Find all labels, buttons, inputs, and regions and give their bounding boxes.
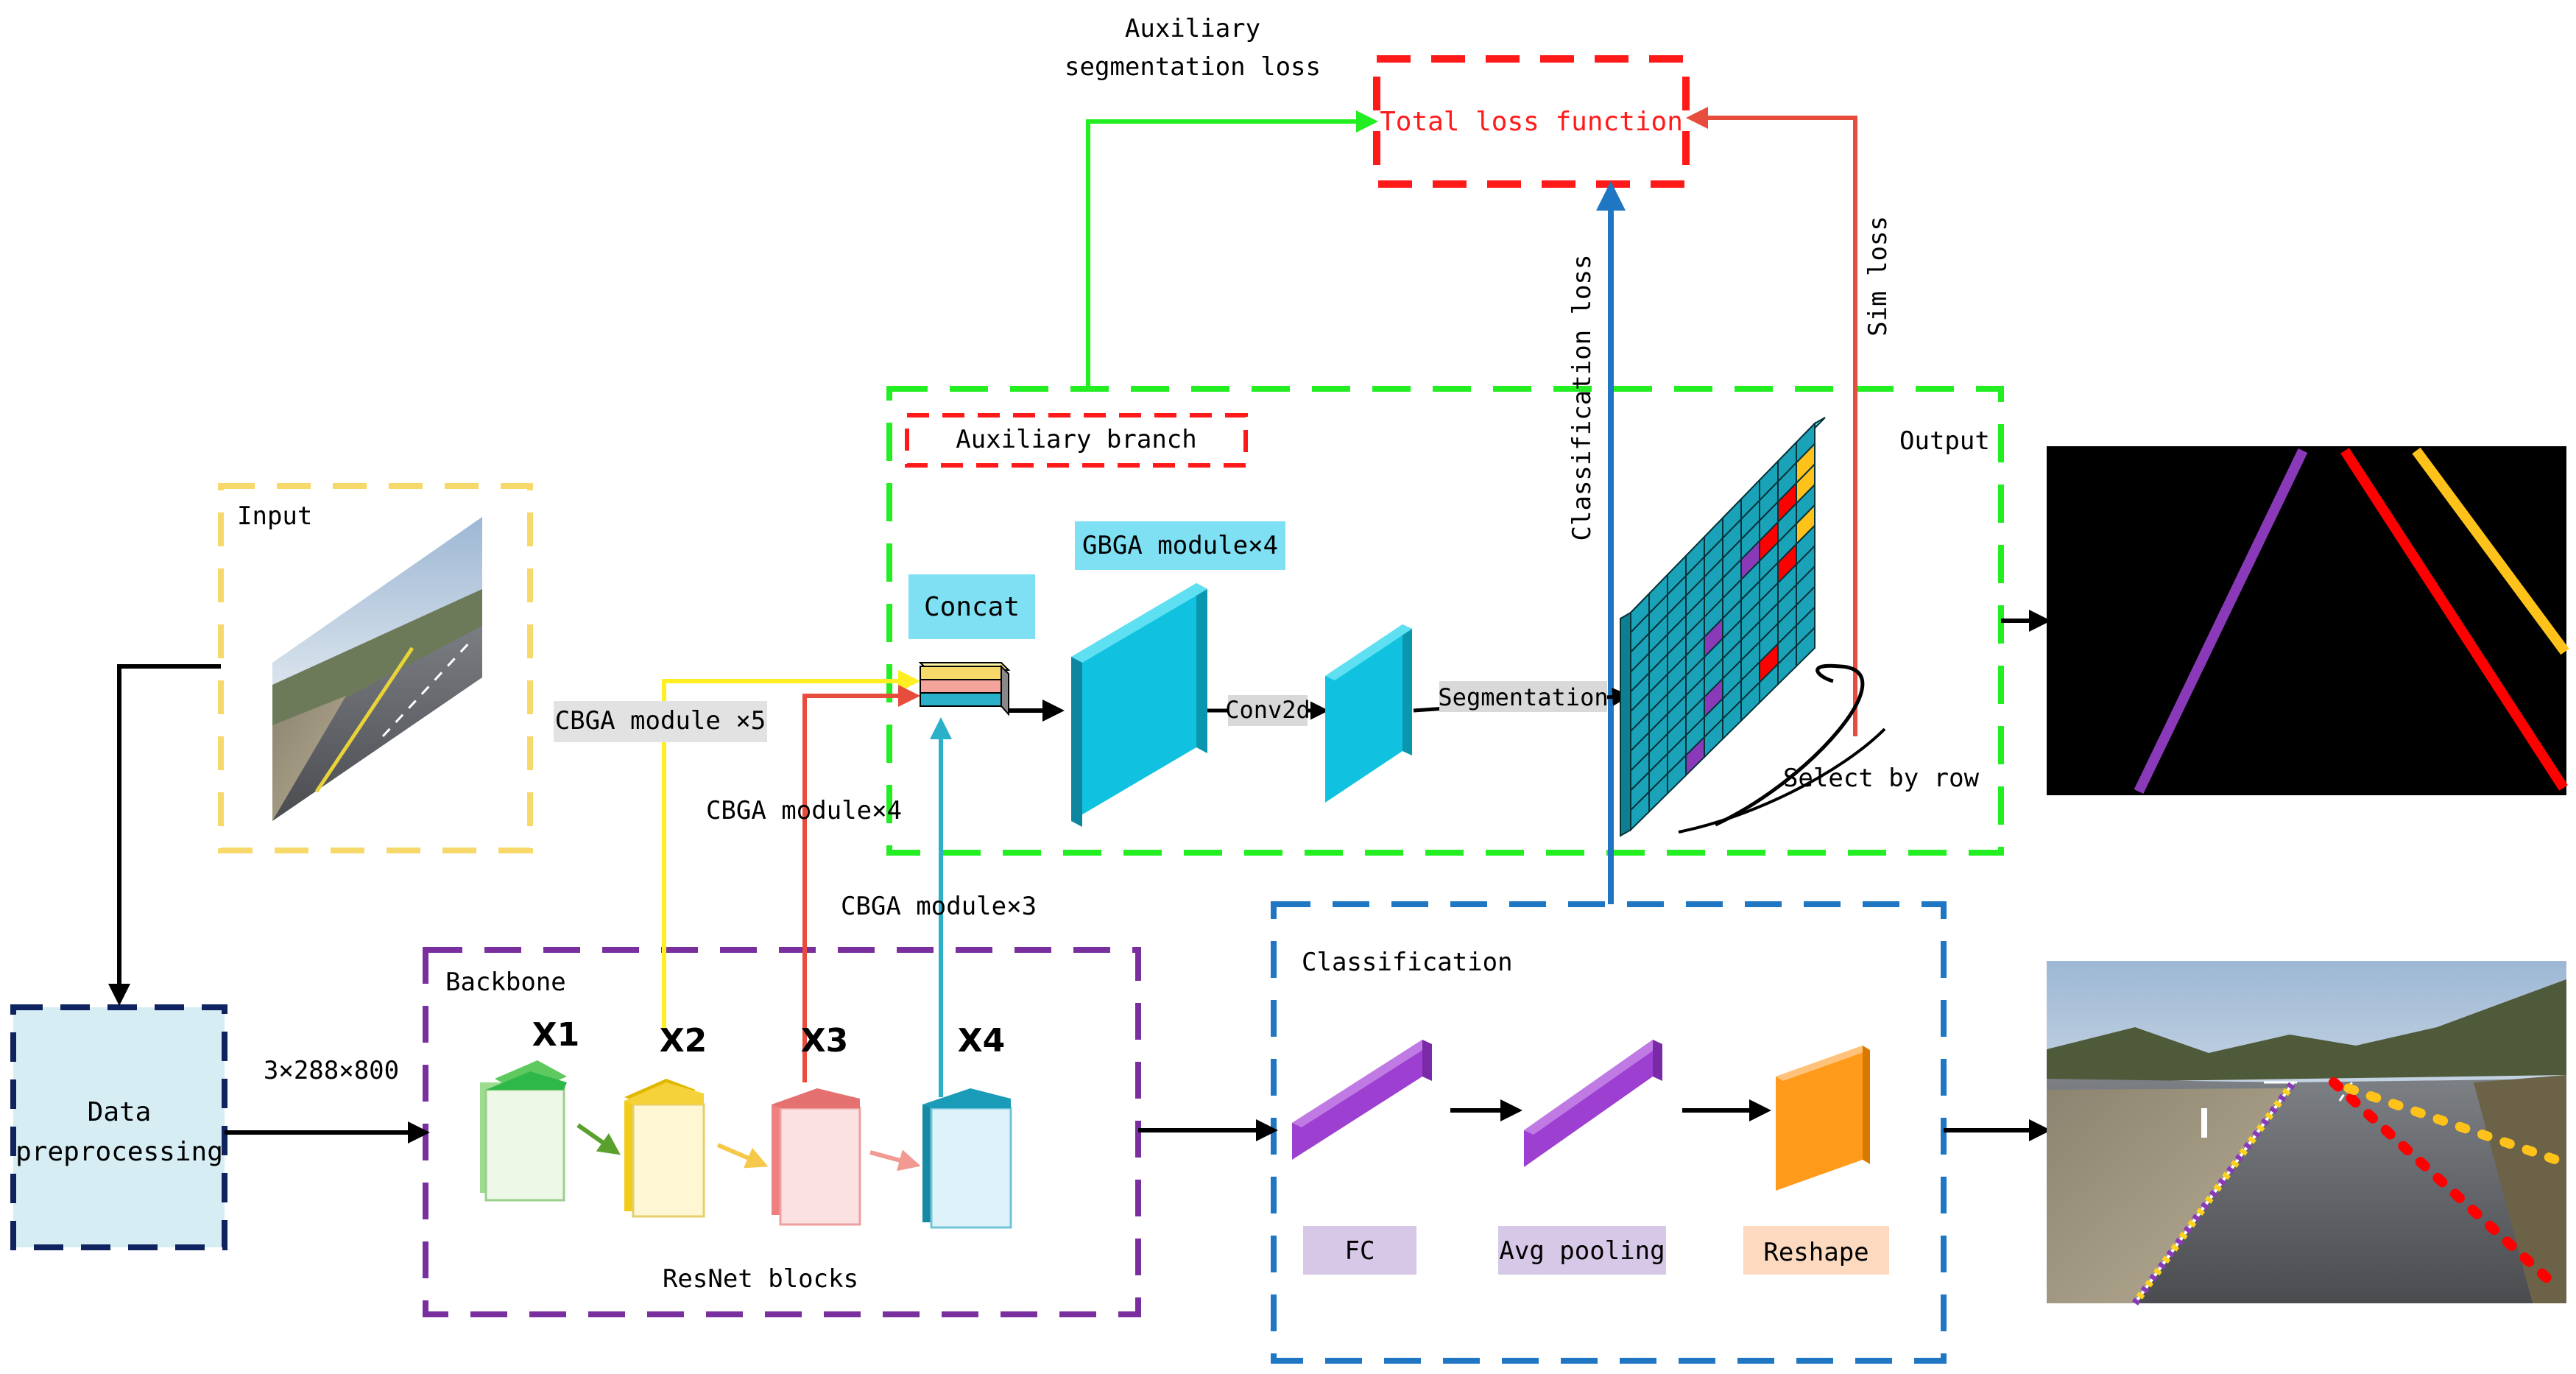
total-loss-label: Total loss function <box>1380 107 1683 137</box>
resnet-block-x4 <box>922 1088 1012 1229</box>
reshape-label-bg <box>1743 1226 1889 1275</box>
gbga-label: GBGA module×4 <box>1082 531 1278 560</box>
aux-branch-label: Auxiliary branch <box>956 425 1197 454</box>
aux-seg-loss-label-1: Auxiliary <box>1125 14 1260 43</box>
conv2d-label-bg <box>1228 695 1308 726</box>
segmentation-grid <box>1620 417 1826 837</box>
grid-cell <box>1796 625 1815 669</box>
data-pre-box <box>10 1004 227 1250</box>
avgpool-block <box>1524 1040 1662 1167</box>
seg-output-image <box>2047 446 2569 795</box>
input-label: Input <box>237 501 312 531</box>
concat-label: Concat <box>924 592 1020 622</box>
aux-seg-loss-arrow <box>1086 110 1378 389</box>
sim-loss-label: Sim loss <box>1863 216 1893 337</box>
x3-label: X3 <box>801 1022 849 1060</box>
x3-to-x4-arrow <box>869 1149 921 1172</box>
x1-to-x2-arrow <box>576 1123 621 1155</box>
cbga3-label: CBGA module×3 <box>841 892 1037 921</box>
x4-label: X4 <box>958 1022 1006 1060</box>
input-size-label: 3×288×800 <box>264 1056 399 1085</box>
data-pre-label-2: preprocessing <box>15 1137 223 1167</box>
fc-label-bg <box>1303 1226 1416 1275</box>
avgpool-label-bg <box>1498 1226 1666 1275</box>
lane-detection-photo <box>2047 961 2572 1306</box>
gbga-block <box>1071 583 1207 827</box>
grid-side-face <box>1620 611 1631 837</box>
reshape-label: Reshape <box>1763 1238 1869 1267</box>
reshape-block <box>1776 1046 1870 1191</box>
cbga4-arrow <box>802 685 920 1082</box>
conv-block <box>1325 624 1412 803</box>
conv2d-label: Conv2d <box>1225 696 1310 724</box>
resnet-block-x3 <box>772 1088 861 1226</box>
segmentation-label-bg <box>1439 681 1607 712</box>
resnet-blocks-label: ResNet blocks <box>663 1264 858 1294</box>
x2-label: X2 <box>660 1022 707 1060</box>
concat-stack <box>918 662 1011 716</box>
segmentation-label: Segmentation <box>1438 683 1608 711</box>
select-by-row-label: Select by row <box>1783 764 1980 793</box>
input-road-image <box>272 517 482 821</box>
concat-label-bg <box>908 574 1035 639</box>
x2-to-x3-arrow <box>716 1143 769 1169</box>
cbga5-label-bg <box>554 701 767 742</box>
gbga-label-bg <box>1075 521 1285 570</box>
aux-branch-box <box>905 413 1248 468</box>
resnet-block-x2 <box>624 1079 705 1218</box>
x1-label: X1 <box>532 1016 580 1054</box>
classification-label: Classification <box>1302 948 1513 977</box>
fc-label: FC <box>1345 1236 1375 1266</box>
output-label: Output <box>1899 426 1990 456</box>
resnet-block-x1 <box>480 1060 567 1202</box>
fc-block <box>1292 1040 1432 1160</box>
backbone-label: Backbone <box>445 968 566 997</box>
sim-loss-arrow <box>1686 107 1857 736</box>
classification-loss-label: Classification loss <box>1567 255 1597 541</box>
select-by-row-curve-lower <box>1678 727 1886 834</box>
data-pre-label-1: Data <box>88 1097 152 1127</box>
avg-pooling-label: Avg pooling <box>1499 1236 1665 1266</box>
input-to-preprocess-arrow <box>108 664 221 1006</box>
cbga4-label: CBGA module×4 <box>706 796 902 825</box>
cbga5-label: CBGA module ×5 <box>555 706 766 736</box>
aux-seg-loss-label-2: segmentation loss <box>1065 52 1321 82</box>
cbga5-arrow <box>662 670 920 1029</box>
select-by-row-curve <box>1714 663 1865 827</box>
